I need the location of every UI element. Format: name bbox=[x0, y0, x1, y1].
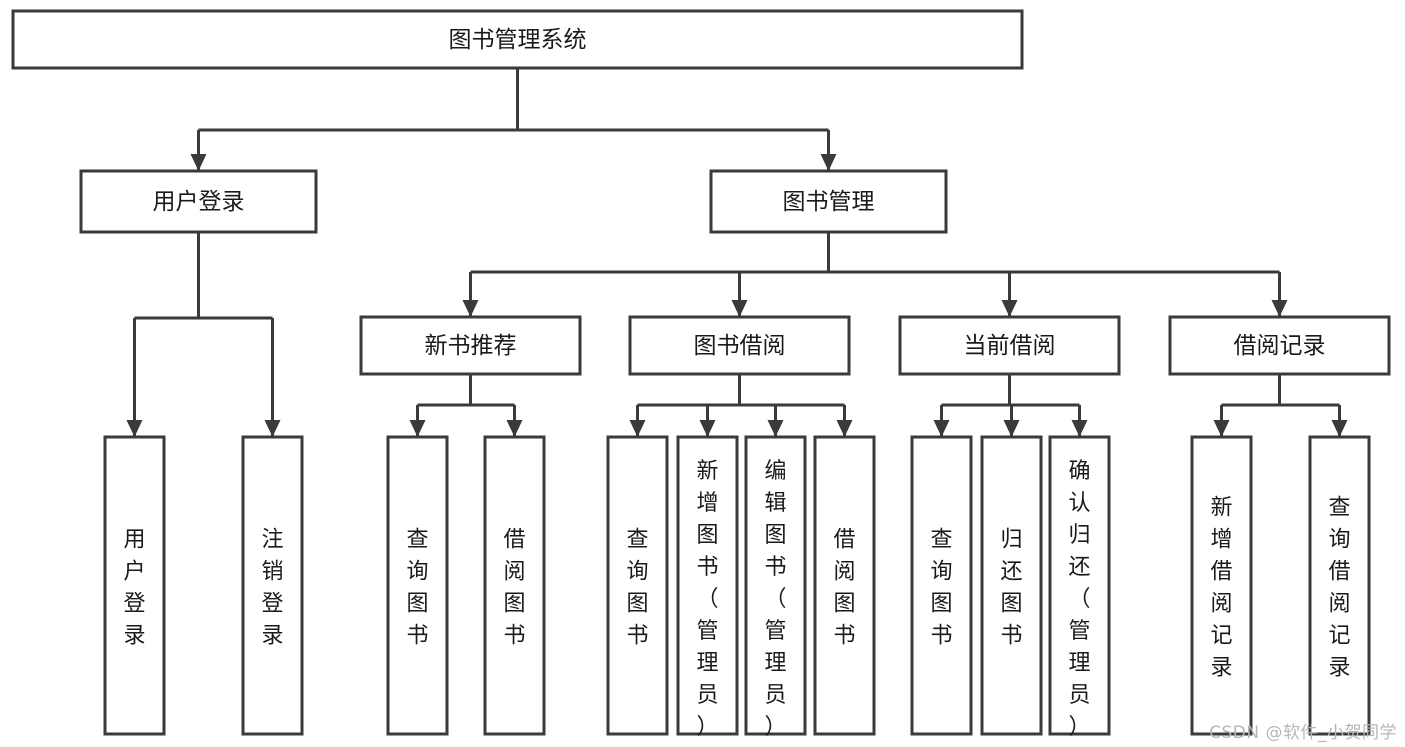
node-leaf-borrow-book-recommend[interactable]: 借阅图书 bbox=[483, 435, 546, 736]
edge-arrowhead bbox=[820, 154, 837, 171]
edge-arrowhead bbox=[629, 420, 646, 437]
node-leaf-add-book-admin[interactable]: 新增图书（管理员） bbox=[676, 435, 739, 740]
node-box-new-book-recommend bbox=[359, 315, 582, 376]
node-label-leaf-query-book-recommend: 查询图书 bbox=[406, 527, 428, 648]
node-label-leaf-add-borrow-record: 新增借阅记录 bbox=[1210, 495, 1232, 680]
node-box-leaf-borrow-book bbox=[813, 435, 876, 736]
node-leaf-return-book[interactable]: 归还图书 bbox=[980, 435, 1043, 736]
node-leaf-user-login[interactable]: 用户登录 bbox=[103, 435, 166, 736]
node-root[interactable]: 图书管理系统 bbox=[11, 9, 1024, 70]
edge-arrowhead bbox=[1001, 300, 1018, 317]
node-label-book-management: 图书管理 bbox=[783, 189, 875, 215]
edge-arrowhead bbox=[1271, 300, 1288, 317]
edge-arrowhead bbox=[767, 420, 784, 437]
node-box-user-login bbox=[79, 169, 318, 234]
node-box-current-borrow bbox=[898, 315, 1121, 376]
edge-arrowhead bbox=[126, 420, 143, 437]
edge-arrowhead bbox=[731, 300, 748, 317]
node-box-leaf-query-book-current bbox=[910, 435, 973, 736]
node-box-leaf-confirm-return-admin bbox=[1048, 435, 1111, 736]
node-user-login[interactable]: 用户登录 bbox=[79, 169, 318, 234]
node-label-borrow-records: 借阅记录 bbox=[1234, 333, 1326, 359]
edge-arrowhead bbox=[699, 420, 716, 437]
edge-arrowhead bbox=[1003, 420, 1020, 437]
node-label-leaf-edit-book-admin: 编辑图书（管理员） bbox=[764, 459, 786, 740]
node-label-leaf-add-book-admin: 新增图书（管理员） bbox=[696, 459, 718, 740]
node-label-new-book-recommend: 新书推荐 bbox=[425, 333, 517, 359]
edge-arrowhead bbox=[1071, 420, 1088, 437]
node-label-user-login: 用户登录 bbox=[153, 189, 245, 215]
node-borrow-records[interactable]: 借阅记录 bbox=[1168, 315, 1391, 376]
node-current-borrow[interactable]: 当前借阅 bbox=[898, 315, 1121, 376]
node-book-borrow[interactable]: 图书借阅 bbox=[628, 315, 851, 376]
node-leaf-query-book-current[interactable]: 查询图书 bbox=[910, 435, 973, 736]
edge-arrowhead bbox=[1213, 420, 1230, 437]
node-label-leaf-logout: 注销登录 bbox=[261, 527, 283, 648]
edge-arrowhead bbox=[462, 300, 479, 317]
node-leaf-logout[interactable]: 注销登录 bbox=[241, 435, 304, 736]
node-label-leaf-query-book-borrow: 查询图书 bbox=[626, 527, 648, 648]
node-box-leaf-add-book-admin bbox=[676, 435, 739, 736]
node-leaf-query-book-borrow[interactable]: 查询图书 bbox=[606, 435, 669, 736]
node-label-leaf-query-borrow-record: 查询借阅记录 bbox=[1328, 495, 1350, 680]
edge-arrowhead bbox=[409, 420, 426, 437]
node-box-leaf-query-borrow-record bbox=[1308, 435, 1371, 736]
node-box-leaf-add-borrow-record bbox=[1190, 435, 1253, 736]
node-box-leaf-edit-book-admin bbox=[744, 435, 807, 736]
edge-arrowhead bbox=[933, 420, 950, 437]
node-new-book-recommend[interactable]: 新书推荐 bbox=[359, 315, 582, 376]
nodes-layer: 图书管理系统用户登录图书管理新书推荐图书借阅当前借阅借阅记录用户登录注销登录查询… bbox=[11, 9, 1391, 740]
node-label-book-borrow: 图书借阅 bbox=[694, 333, 786, 359]
edge-arrowhead bbox=[506, 420, 523, 437]
node-book-management[interactable]: 图书管理 bbox=[709, 169, 948, 234]
node-leaf-borrow-book[interactable]: 借阅图书 bbox=[813, 435, 876, 736]
node-leaf-query-borrow-record[interactable]: 查询借阅记录 bbox=[1308, 435, 1371, 736]
node-box-leaf-borrow-book-recommend bbox=[483, 435, 546, 736]
node-leaf-confirm-return-admin[interactable]: 确认归还（管理员） bbox=[1048, 435, 1111, 740]
node-leaf-add-borrow-record[interactable]: 新增借阅记录 bbox=[1190, 435, 1253, 736]
node-box-leaf-logout bbox=[241, 435, 304, 736]
node-box-leaf-user-login bbox=[103, 435, 166, 736]
node-label-leaf-query-book-current: 查询图书 bbox=[930, 527, 952, 648]
node-box-book-management bbox=[709, 169, 948, 234]
node-box-leaf-query-book-borrow bbox=[606, 435, 669, 736]
node-label-current-borrow: 当前借阅 bbox=[964, 333, 1056, 359]
node-label-leaf-borrow-book-recommend: 借阅图书 bbox=[503, 527, 525, 648]
node-box-borrow-records bbox=[1168, 315, 1391, 376]
edge-arrowhead bbox=[190, 154, 207, 171]
edge-arrowhead bbox=[264, 420, 281, 437]
node-box-leaf-return-book bbox=[980, 435, 1043, 736]
node-label-leaf-confirm-return-admin: 确认归还（管理员） bbox=[1068, 459, 1090, 740]
node-leaf-edit-book-admin[interactable]: 编辑图书（管理员） bbox=[744, 435, 807, 740]
node-label-root: 图书管理系统 bbox=[449, 27, 587, 53]
edge-arrowhead bbox=[1331, 420, 1348, 437]
edge-arrowhead bbox=[836, 420, 853, 437]
csdn-watermark: CSDN @软件_小贺同学 bbox=[1209, 723, 1397, 743]
node-label-leaf-user-login: 用户登录 bbox=[123, 527, 145, 648]
node-label-leaf-borrow-book: 借阅图书 bbox=[833, 527, 855, 648]
node-box-root bbox=[11, 9, 1024, 70]
node-box-leaf-query-book-recommend bbox=[386, 435, 449, 736]
edges-layer bbox=[126, 68, 1348, 437]
node-label-leaf-return-book: 归还图书 bbox=[1000, 527, 1022, 648]
node-box-book-borrow bbox=[628, 315, 851, 376]
node-leaf-query-book-recommend[interactable]: 查询图书 bbox=[386, 435, 449, 736]
